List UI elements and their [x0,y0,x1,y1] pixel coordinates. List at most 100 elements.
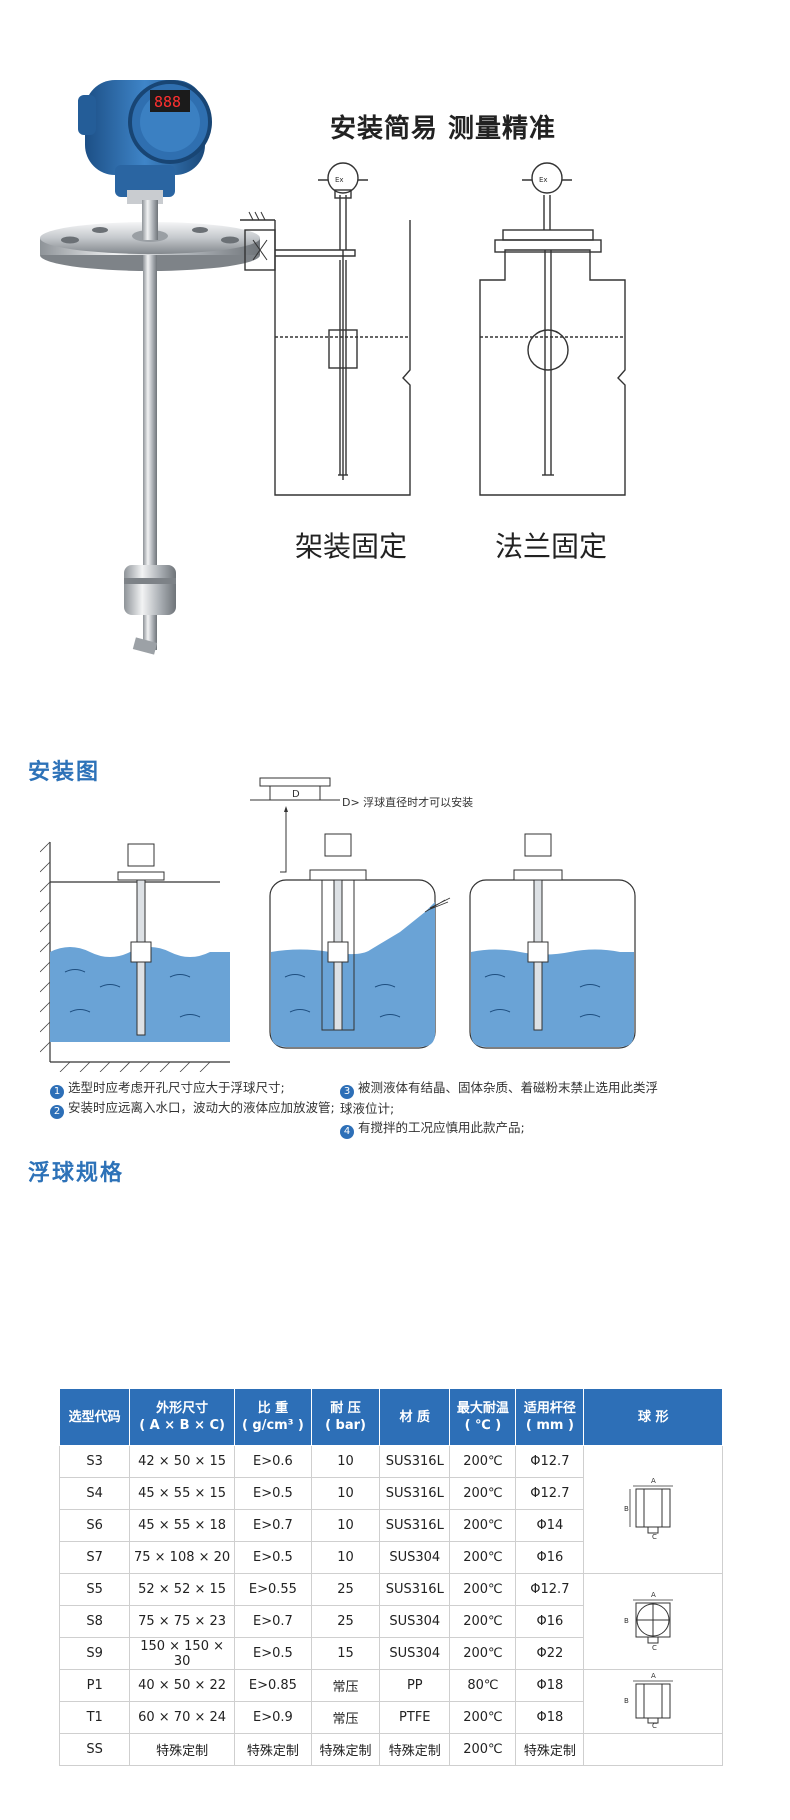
caption-flange-mount: 法兰固定 [495,530,608,563]
svg-text:888: 888 [154,93,181,111]
header-max-temp: 最大耐温 ( ℃ ) [449,1388,517,1446]
cell-max-temp: 200℃ [449,1477,517,1510]
install-note-2: 2 安装时应远离入水口，波动大的液体应加放波管; [50,1098,340,1119]
cell-density: E>0.7 [233,1605,313,1638]
header-rod-diameter: 适用杆径 ( mm ) [515,1388,585,1446]
cell-code: S7 [58,1541,131,1574]
header-material: 材 质 [379,1388,451,1446]
cell-material: SUS304 [379,1541,451,1574]
product-photo: 888 [40,80,260,655]
note-number-2: 2 [50,1105,64,1119]
shape-label-b: B [624,1505,629,1513]
header-code: 选型代码 [58,1388,131,1446]
shape-label-a: A [651,1672,656,1680]
cell-pressure: 15 [310,1637,381,1670]
note-text-2: 安装时应远离入水口，波动大的液体应加放波管; [68,1100,335,1115]
table-row: T1 60 × 70 × 24 E>0.9 常压 PTFE 200℃ Φ18 [58,1701,723,1734]
cell-material: SUS304 [379,1637,451,1670]
note-number-4: 4 [340,1125,354,1139]
header-density-text: 比 重 ( g/cm³ ) [241,1401,304,1433]
cell-pressure: 10 [310,1445,381,1478]
cell-material: SUS316L [379,1509,451,1542]
cell-rod-diameter: Φ18 [515,1669,585,1702]
cell-material: PP [379,1669,451,1702]
cell-pressure: 10 [310,1477,381,1510]
cell-code: S6 [58,1509,131,1542]
table-row: S5 52 × 52 × 15 E>0.55 25 SUS316L 200℃ Φ… [58,1573,723,1670]
cell-density: E>0.5 [233,1477,313,1510]
cell-max-temp: 200℃ [449,1541,517,1574]
caption-bracket-mount: 架装固定 [295,530,408,563]
cell-rod-diameter: Φ12.7 [515,1477,585,1510]
cell-code: S5 [58,1573,131,1606]
cell-pressure: 特殊定制 [310,1733,381,1766]
ball-shape-sphere-icon: A B C [583,1573,723,1670]
shape-label-b: B [624,1697,629,1705]
ball-shape-cylinder-icon: A B C [583,1445,723,1574]
cell-code: T1 [58,1701,131,1734]
table-row: S4 45 × 55 × 15 E>0.5 10 SUS316L 200℃ Φ1… [58,1477,723,1510]
cell-code: SS [58,1733,131,1766]
ball-shape-plastic-cylinder-icon: A B C [583,1669,723,1734]
mounting-diagrams: Ex Ex [240,162,626,496]
cell-material: SUS304 [379,1605,451,1638]
cell-density: E>0.55 [233,1573,313,1606]
note-text-4: 有搅拌的工况应慎用此款产品; [358,1120,525,1135]
header-code-text: 选型代码 [68,1409,121,1425]
note-text-1: 选型时应考虑开孔尺寸应大于浮球尺寸; [68,1080,285,1095]
cell-dimensions: 75 × 75 × 23 [129,1605,235,1638]
cell-dimensions: 60 × 70 × 24 [129,1701,235,1734]
cell-material: 特殊定制 [379,1733,451,1766]
install-note-4: 4 有搅拌的工况应慎用此款产品; [340,1118,670,1139]
spec-section-title: 浮球规格 [28,1161,125,1186]
table-row: SS 特殊定制 特殊定制 特殊定制 特殊定制 200℃ 特殊定制 [58,1733,723,1766]
cell-pressure: 常压 [310,1701,381,1734]
cell-max-temp: 80℃ [449,1669,517,1702]
shape-label-a: A [651,1477,656,1485]
cell-code: P1 [58,1669,131,1702]
header-density: 比 重 ( g/cm³ ) [233,1388,313,1446]
table-row: S8 75 × 75 × 23 E>0.7 25 SUS304 200℃ Φ16 [58,1605,723,1638]
install-section-title: 安装图 [28,760,101,785]
cell-pressure: 25 [310,1573,381,1606]
cell-rod-diameter: Φ12.7 [515,1573,585,1606]
header-max-temp-text: 最大耐温 ( ℃ ) [456,1401,509,1433]
header-rod-diameter-text: 适用杆径 ( mm ) [523,1401,576,1433]
cell-dimensions: 特殊定制 [129,1733,235,1766]
cell-rod-diameter: Φ14 [515,1509,585,1542]
table-header-row: 选型代码 外形尺寸 ( A × B × C) 比 重 ( g/cm³ ) 耐 压… [58,1388,723,1446]
cell-rod-diameter: Φ18 [515,1701,585,1734]
cell-dimensions: 42 × 50 × 15 [129,1445,235,1478]
cell-code: S3 [58,1445,131,1478]
cell-material: SUS316L [379,1477,451,1510]
cell-rod-diameter: Φ16 [515,1605,585,1638]
cell-code: S8 [58,1605,131,1638]
note-number-3: 3 [340,1085,354,1099]
cell-rod-diameter: Φ16 [515,1541,585,1574]
cell-material: PTFE [379,1701,451,1734]
cell-density: E>0.9 [233,1701,313,1734]
cell-pressure: 常压 [310,1669,381,1702]
cell-material: SUS316L [379,1445,451,1478]
cell-max-temp: 200℃ [449,1637,517,1670]
cell-rod-diameter: 特殊定制 [515,1733,585,1766]
header-pressure: 耐 压 ( bar) [310,1388,381,1446]
cell-max-temp: 200℃ [449,1605,517,1638]
cell-dimensions: 75 × 108 × 20 [129,1541,235,1574]
cell-material: SUS316L [379,1573,451,1606]
header-dimensions: 外形尺寸 ( A × B × C) [129,1388,235,1446]
header-pressure-text: 耐 压 ( bar) [325,1401,366,1433]
cell-max-temp: 200℃ [449,1701,517,1734]
cell-dimensions: 150 × 150 × 30 [129,1637,235,1670]
ex-label-right: Ex [539,176,548,184]
table-row: S3 42 × 50 × 15 E>0.6 10 SUS316L 200℃ Φ1… [58,1445,723,1574]
cell-pressure: 10 [310,1509,381,1542]
cell-density: E>0.5 [233,1637,313,1670]
cell-code: S9 [58,1637,131,1670]
cell-max-temp: 200℃ [449,1573,517,1606]
cell-density: E>0.5 [233,1541,313,1574]
cell-rod-diameter: Φ12.7 [515,1445,585,1478]
shape-label-c: C [652,1644,657,1651]
